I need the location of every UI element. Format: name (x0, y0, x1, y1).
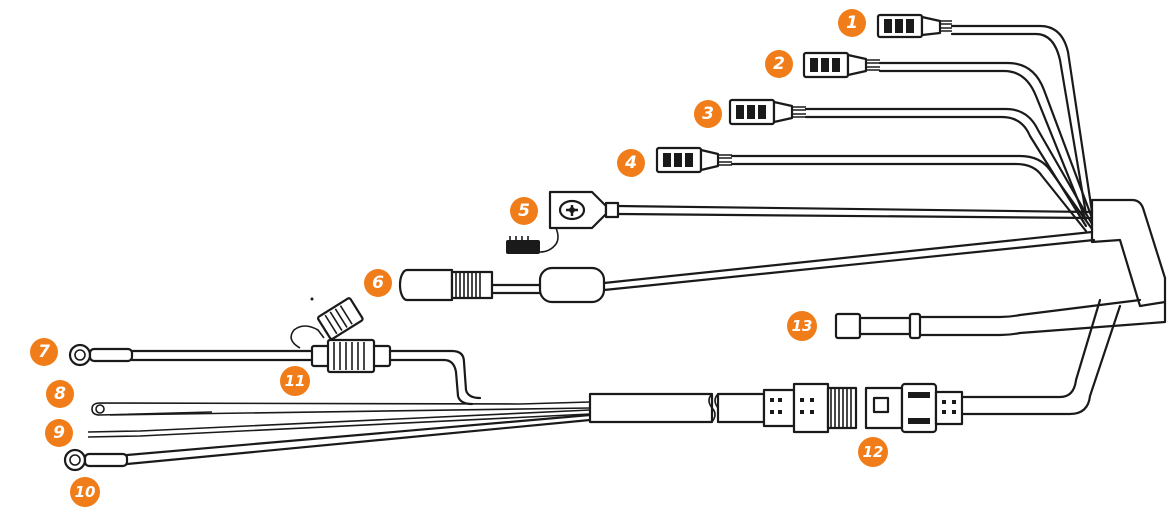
callout-badge (694, 100, 722, 128)
cable-5 (616, 204, 1094, 220)
connector-5 (506, 190, 620, 254)
connector-4 (655, 146, 732, 174)
callout-badge (30, 338, 58, 366)
cable-3 (804, 107, 1094, 228)
callout-label: 13 (792, 317, 813, 335)
callout-label: 1 (846, 13, 858, 33)
connector-13 (834, 312, 922, 340)
callout-2: 2 (765, 50, 793, 78)
callout-badge (617, 149, 645, 177)
callout-label: 9 (53, 423, 65, 443)
cable-2 (878, 61, 1094, 222)
callout-label: 5 (518, 201, 530, 221)
connector-1 (876, 13, 952, 39)
callout-label: 4 (624, 153, 637, 173)
callout-label: 8 (54, 384, 66, 404)
connector-3 (728, 98, 806, 126)
callout-6: 6 (364, 269, 392, 297)
trunk-13 (918, 298, 1167, 337)
callout-badge (838, 9, 866, 37)
callout-label: 7 (38, 342, 50, 362)
wire-7 (68, 343, 482, 406)
callout-11: 11 (280, 366, 310, 396)
cable-6 (490, 230, 1096, 295)
callout-badge (510, 197, 538, 225)
callout-badge (280, 366, 310, 396)
callout-5: 5 (510, 197, 538, 225)
callout-8: 8 (46, 380, 74, 408)
callout-10: 10 (70, 477, 100, 507)
callout-3: 3 (694, 100, 722, 128)
connector-2 (802, 51, 880, 79)
callout-badge (787, 311, 817, 341)
callout-label: 2 (773, 54, 785, 74)
fuse-holder-11 (290, 297, 392, 374)
cable-1 (950, 24, 1094, 216)
callout-label: 10 (75, 483, 96, 501)
callout-label: 3 (702, 104, 714, 124)
callout-badge (858, 437, 888, 467)
callout-label: 6 (372, 273, 384, 293)
connector-6 (398, 266, 606, 304)
wire-8 (91, 401, 591, 416)
callout-label: 12 (863, 443, 884, 461)
junction-housing (1090, 198, 1167, 308)
trunk-12 (958, 298, 1122, 416)
cable-4 (730, 154, 1094, 233)
callout-badge (765, 50, 793, 78)
callout-badge (45, 419, 73, 447)
callout-badge (46, 380, 74, 408)
callout-label: 11 (285, 372, 306, 390)
callout-13: 13 (787, 311, 817, 341)
callout-1: 1 (838, 9, 866, 37)
callout-badge (364, 269, 392, 297)
callout-9: 9 (45, 419, 73, 447)
callout-4: 4 (617, 149, 645, 177)
sleeve (588, 392, 766, 424)
wire-10 (63, 413, 592, 472)
wire-9 (87, 409, 591, 438)
connector-12 (762, 382, 964, 434)
callout-12: 12 (858, 437, 888, 467)
callout-badge (70, 477, 100, 507)
callout-7: 7 (30, 338, 58, 366)
